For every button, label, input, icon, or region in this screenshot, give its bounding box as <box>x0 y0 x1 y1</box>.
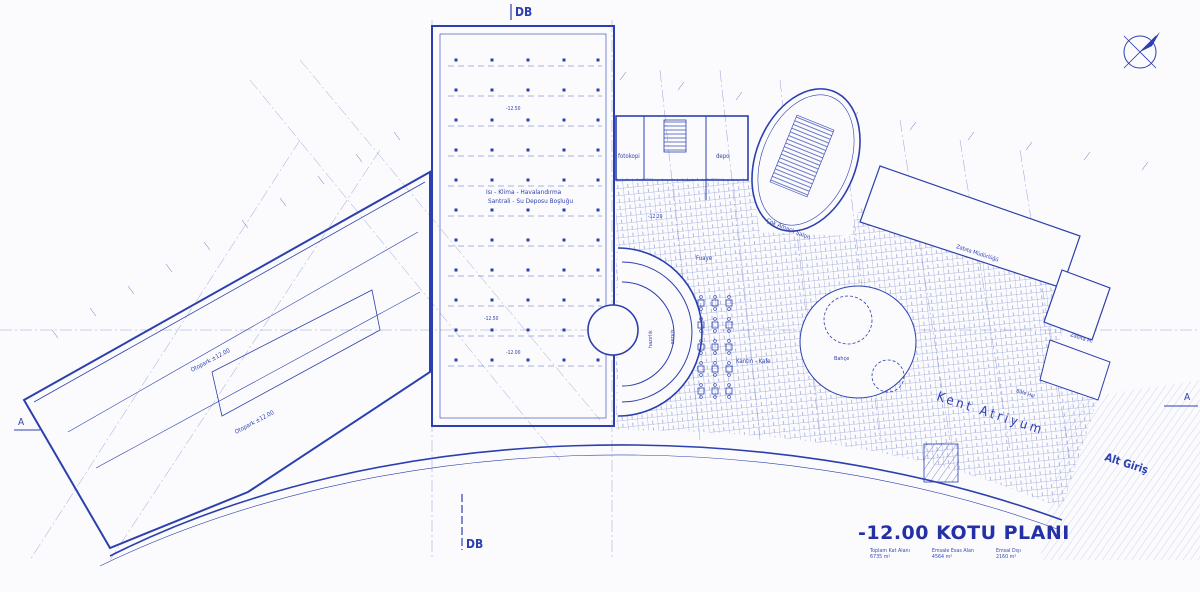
svg-text:A: A <box>1184 392 1191 403</box>
svg-text:DB: DB <box>515 5 532 19</box>
section-marker-left: A <box>14 417 40 431</box>
level-4: -12.50 <box>484 316 499 322</box>
svg-text:Santrali - Su Deposu Boşluğu: Santrali - Su Deposu Boşluğu <box>488 197 573 205</box>
services-block <box>615 115 749 181</box>
label-hazirlik: hazırlık <box>648 330 654 348</box>
label-kiosk: Büfe Hol <box>1015 388 1035 400</box>
level-3: -12.20 <box>648 214 663 220</box>
label-parking-a: Otopark ±12.00 <box>190 347 232 374</box>
north-arrow-icon <box>1123 32 1160 69</box>
section-marker-bottom: DB <box>461 494 483 551</box>
svg-text:A: A <box>18 417 25 428</box>
svg-text:DB: DB <box>466 537 483 551</box>
label-bahce: Bahçe <box>834 356 849 362</box>
label-fuaye: Fuaye <box>696 255 713 262</box>
level-1: -12.50 <box>506 106 521 112</box>
section-marker-top: DB <box>510 4 532 20</box>
entrance-stairs <box>1040 380 1200 560</box>
mechanical-block <box>431 25 615 427</box>
label-depo: depo <box>716 153 730 160</box>
label-kantin: Kantin - Kafe <box>736 358 771 365</box>
dimension-ticks <box>51 71 1149 339</box>
parking-wing <box>22 170 431 550</box>
plan-title: -12.00 KOTU PLANI <box>858 522 1070 544</box>
label-parking-b: Otopark ±12.00 <box>234 409 276 436</box>
structural-columns <box>448 58 602 367</box>
label-fotokopi: fotokopi <box>618 153 640 160</box>
central-rotunda <box>587 304 639 356</box>
label-servis: servis <box>670 329 676 344</box>
cafe-tables <box>697 295 733 399</box>
label-mechanical: Isı - Klima - Havalandırma <box>486 188 562 196</box>
level-2: -12.00 <box>506 350 521 356</box>
section-marker-right: A <box>1164 392 1198 407</box>
